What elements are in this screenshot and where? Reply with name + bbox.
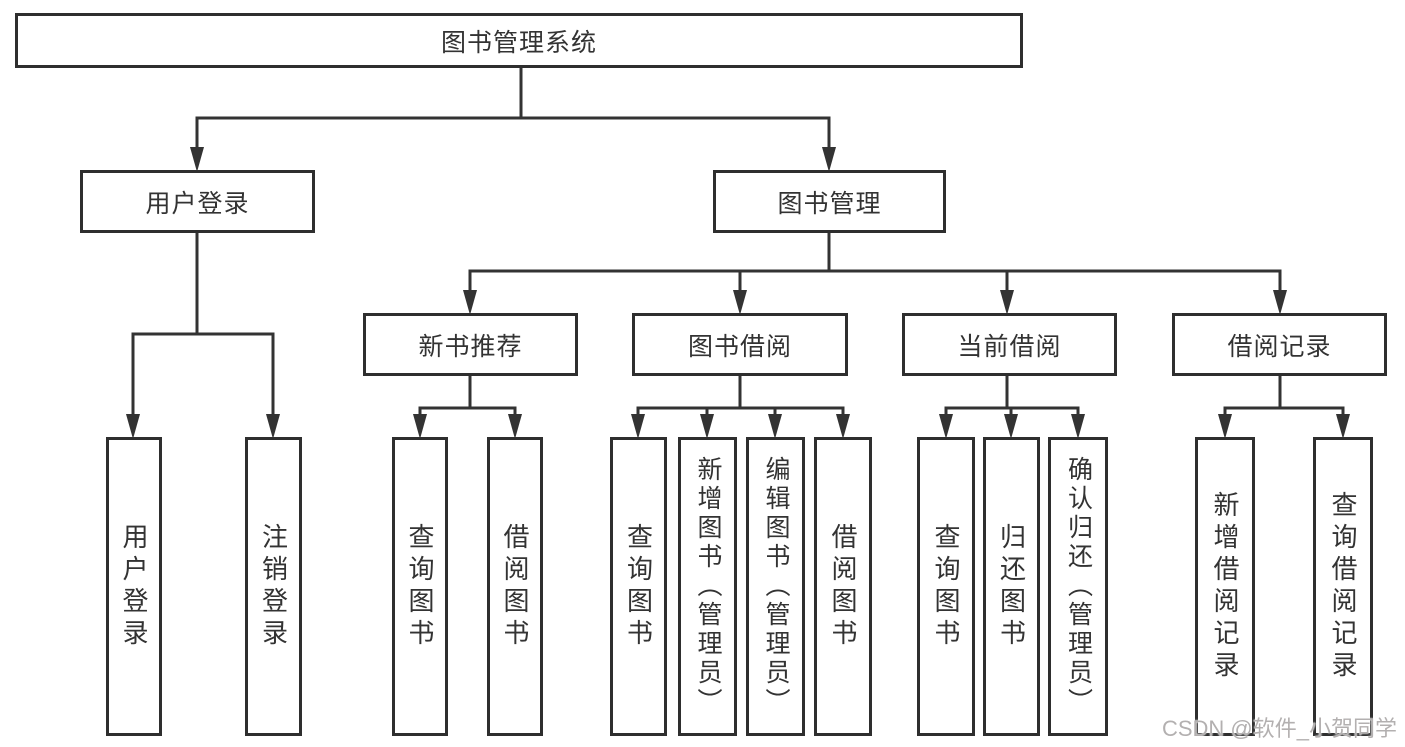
leaf-add-borrow-record-label: 新增借阅记录 [1210, 490, 1240, 683]
leaf-confirm-return-admin: 确认归还（管理员） [1048, 437, 1108, 736]
leaf-return-book: 归还图书 [983, 437, 1040, 736]
leaf-user-login: 用户登录 [106, 437, 162, 736]
node-root: 图书管理系统 [15, 13, 1023, 68]
node-user-login: 用户登录 [80, 170, 315, 233]
leaf-query-book-borrowing: 查询图书 [610, 437, 667, 736]
node-current-borrowing: 当前借阅 [902, 313, 1117, 376]
leaf-borrow-book-recommend-label: 借阅图书 [500, 522, 530, 651]
node-borrow-records: 借阅记录 [1172, 313, 1387, 376]
leaf-query-book-recommend: 查询图书 [392, 437, 448, 736]
leaf-confirm-return-admin-label: 确认归还（管理员） [1064, 456, 1093, 717]
leaf-query-borrow-record-label: 查询借阅记录 [1328, 490, 1358, 683]
csdn-watermark: CSDN @软件_小贺同学 [1161, 716, 1397, 741]
leaf-borrow-book-borrowing: 借阅图书 [814, 437, 872, 736]
leaf-query-book-current-label: 查询图书 [931, 522, 961, 651]
leaf-add-borrow-record: 新增借阅记录 [1195, 437, 1255, 736]
leaf-borrow-book-recommend: 借阅图书 [487, 437, 543, 736]
node-user-login-label: 用户登录 [145, 189, 250, 218]
node-new-book-recommend: 新书推荐 [363, 313, 578, 376]
leaf-add-book-admin-label: 新增图书（管理员） [694, 456, 722, 717]
node-borrow-records-label: 借阅记录 [1227, 332, 1332, 361]
leaf-borrow-book-borrowing-label: 借阅图书 [828, 522, 858, 651]
leaf-query-borrow-record: 查询借阅记录 [1313, 437, 1373, 736]
node-book-management: 图书管理 [713, 170, 946, 233]
leaf-user-login-label: 用户登录 [119, 522, 149, 651]
leaf-query-book-current: 查询图书 [917, 437, 975, 736]
node-book-management-label: 图书管理 [777, 189, 882, 218]
leaf-query-book-recommend-label: 查询图书 [405, 522, 435, 651]
node-current-borrowing-label: 当前借阅 [957, 332, 1062, 361]
node-new-book-recommend-label: 新书推荐 [418, 332, 523, 361]
leaf-return-book-label: 归还图书 [996, 522, 1027, 651]
leaf-edit-book-admin-label: 编辑图书（管理员） [762, 456, 790, 717]
leaf-edit-book-admin: 编辑图书（管理员） [746, 437, 805, 736]
node-book-borrowing-label: 图书借阅 [687, 332, 792, 361]
leaf-query-book-borrowing-label: 查询图书 [623, 522, 654, 651]
leaf-logout-label: 注销登录 [258, 522, 289, 651]
leaf-logout: 注销登录 [245, 437, 302, 736]
node-root-label: 图书管理系统 [440, 28, 597, 57]
node-book-borrowing: 图书借阅 [632, 313, 848, 376]
leaf-add-book-admin: 新增图书（管理员） [678, 437, 737, 736]
